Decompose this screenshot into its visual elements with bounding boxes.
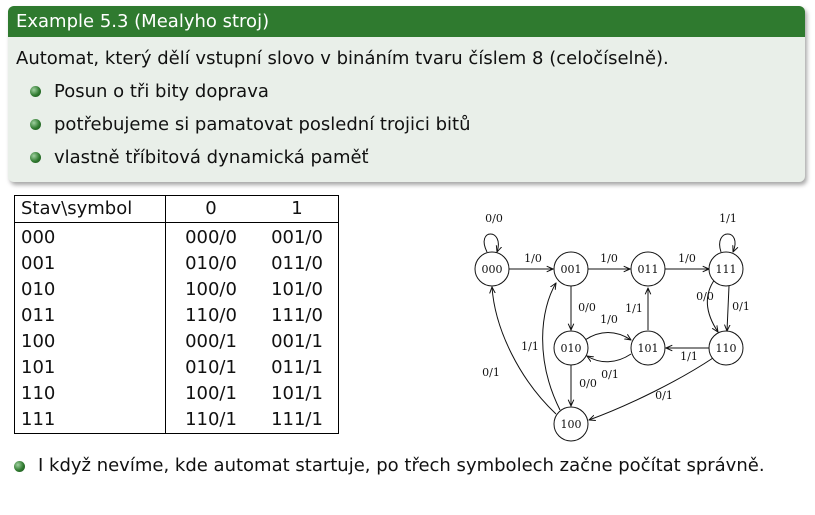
edge-label: 1/0 [600,252,618,265]
edge-label: 0/1 [655,389,673,402]
column-header: 0 [165,195,256,223]
state-label-110: 110 [716,342,737,355]
bullet-item: vlastně tříbitová dynamická paměť [16,141,805,174]
table-cell: 010 [14,277,166,303]
edge-label: 0/1 [601,368,619,381]
edge-110-100 [589,357,714,420]
block-body: Automat, který dělí vstupní slovo v biná… [8,37,805,174]
state-label-101: 101 [638,342,659,355]
table-cell: 011 [14,303,166,329]
edge-111-111 [719,233,735,252]
edge-label: 1/1 [680,350,698,363]
edge-label: 0/1 [482,366,500,379]
edge-label: 1/0 [524,252,542,265]
table-cell: 001 [14,251,166,277]
bullet-item: potřebujeme si pamatovat poslední trojic… [16,108,805,141]
table-cell: 111 [14,407,166,434]
bullet-list: Posun o tři bity doprava potřebujeme si … [16,75,805,174]
edge-111-110 [706,278,718,332]
column-header: Stav\symbol [14,195,166,223]
table-row: 111 110/1 111/1 [14,407,339,434]
state-node-100 [553,406,589,442]
edge-label: 0/1 [732,300,750,313]
state-label-100: 100 [561,418,582,431]
table-cell: 101/1 [271,383,323,404]
table-cell: 011/0 [271,253,323,274]
table-cell: 110 [14,381,166,407]
bullet-text: potřebujeme si pamatovat poslední trojic… [54,114,471,135]
table-cell: 100/1 [185,383,237,404]
state-label-111: 111 [716,263,737,276]
state-node-001 [553,251,589,287]
edge-label: 1/1 [521,340,539,353]
table-cell: 100 [14,329,166,355]
state-node-101 [630,330,666,366]
edge-label: 0/0 [485,212,503,225]
table-header-row: Stav\symbol 0 1 [14,195,339,223]
bullet-item: Posun o tři bity doprava [16,75,805,108]
edge-100-001 [542,283,561,411]
table-cell: 010/0 [185,253,237,274]
bullet-icon [30,119,41,130]
state-label-010: 010 [561,342,582,355]
table-cell: 000 [14,222,166,251]
table-row: 010 100/0 101/0 [14,277,339,303]
example-block: Example 5.3 (Mealyho stroj) Automat, kte… [8,6,805,182]
table-cell: 000/0 [185,227,237,248]
footer-note: I když nevíme, kde automat startuje, po … [14,452,778,479]
table-cell: 000/1 [185,331,237,352]
edge-label: 1/0 [678,252,696,265]
block-title: Example 5.3 (Mealyho stroj) [8,6,805,37]
table-cell: 001/0 [271,227,323,248]
state-label-011: 011 [638,263,659,276]
table-cell: 110/0 [185,305,237,326]
edge-100-000 [492,287,557,415]
edge-101-010 [587,353,632,363]
state-label-000: 000 [482,263,503,276]
bullet-icon [30,152,41,163]
table-row: 110 100/1 101/1 [14,381,339,407]
table-cell: 011/1 [271,357,323,378]
edge-111-110b [727,285,729,331]
table-cell: 100/0 [185,279,237,300]
table-cell: 010/1 [185,357,237,378]
bullet-text: vlastně tříbitová dynamická paměť [54,147,369,168]
edge-010-101 [584,332,631,341]
table-cell: 110/1 [185,409,237,430]
edge-label: 0/0 [578,301,596,314]
table-cell: 111/0 [271,305,323,326]
state-node-111 [708,251,744,287]
state-node-110 [708,330,744,366]
edge-label: 1/0 [600,313,618,326]
table-row: 000 000/0 001/0 [14,222,339,251]
table-row: 011 110/0 111/0 [14,303,339,329]
edge-label: 0/0 [579,377,597,390]
edge-label: 1/1 [625,302,643,315]
state-node-000 [474,251,510,287]
state-node-010 [553,330,589,366]
bullet-icon [14,461,25,472]
edge-label: 0/0 [696,290,714,303]
table-row: 001 010/0 011/0 [14,251,339,277]
table-cell: 101 [14,355,166,381]
edge-000-000 [483,233,498,252]
edge-label: 1/1 [719,212,737,225]
bullet-text: Posun o tři bity doprava [54,81,269,102]
state-diagram: 000 001 011 111 010 101 110 100 0/0 1/0 … [474,212,750,442]
table-row: 101 010/1 011/1 [14,355,339,381]
state-node-011 [630,251,666,287]
footer-text: I když nevíme, kde automat startuje, po … [38,455,765,476]
table-cell: 001/1 [271,331,323,352]
bullet-icon [30,86,41,97]
column-header: 1 [256,195,339,223]
block-intro: Automat, který dělí vstupní slovo v biná… [16,48,669,69]
table-cell: 101/0 [271,279,323,300]
state-label-001: 001 [561,263,582,276]
table-row: 100 000/1 001/1 [14,329,339,355]
table-cell: 111/1 [271,409,323,430]
